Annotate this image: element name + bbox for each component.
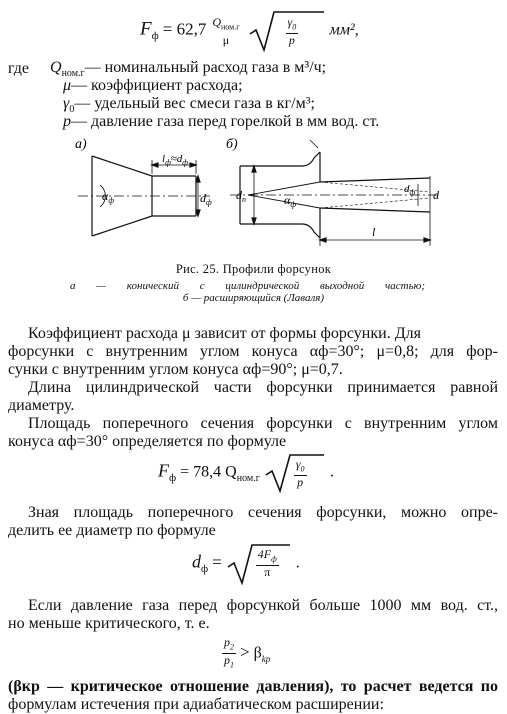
para-1-line-1: Коэффициент расхода μ зависит от формы ф…	[28, 325, 421, 342]
f3-pi: π	[255, 565, 279, 578]
f2-q-sub: ном.г	[236, 472, 260, 484]
f1-p: p	[285, 33, 299, 46]
f4-rhs-sub: kp	[261, 653, 271, 664]
where-sym-gamma-sub: 0	[69, 104, 75, 116]
nozzle-a-drawing	[78, 155, 210, 237]
f2-gamma: γ	[295, 457, 301, 471]
para-1-line-2: форсунки с внутренним углом конуса αф=30…	[8, 343, 498, 360]
f4-p1-sub: 1	[230, 660, 234, 670]
where-sym-p: p	[63, 113, 71, 130]
fig-b-d: d	[433, 188, 440, 202]
where-text-2: — коэффициент расхода;	[71, 77, 243, 94]
para-1-line-3: сунки с внутренним углом конуса αф=90°; …	[8, 361, 343, 378]
f4-p2-sub: 2	[230, 642, 234, 652]
fig-label-a: а)	[75, 137, 87, 152]
f1-num: Q	[212, 15, 222, 30]
para-4-line-1: Зная площадь поперечного сечения форсунк…	[28, 504, 498, 521]
f2-end: .	[329, 463, 334, 481]
f2-sqrt: γ0 p	[264, 453, 326, 494]
where-item-3: γ0— удельный вес смеси газа в кг/м³;	[63, 95, 315, 119]
fig-a-d: dф	[200, 191, 212, 207]
where-text-1: — номинальный расход газа в м³/ч;	[84, 59, 327, 76]
f1-coef: = 62,7	[162, 19, 207, 39]
figure-caption-line-2: б — расширяющийся (Лаваля)	[182, 292, 325, 304]
para-5-line-2: но меньше критического, т. е.	[8, 615, 210, 632]
f4-p1: p	[224, 653, 230, 668]
para-4-line-2: делить ее диаметр по формуле	[8, 522, 216, 539]
f1-sqrt: γ0 p	[248, 10, 326, 53]
where-sym-q: Q	[50, 59, 62, 76]
para-3-line-2: конуса αф=30° определяется по формуле	[8, 433, 287, 450]
figure-caption-line-1: а — конический с цилиндрической выходной…	[70, 280, 425, 292]
f3-4f-sub: ф	[271, 554, 277, 564]
fig-a-lf: lф≈dф	[162, 153, 188, 167]
formula-4: p2 p1 > βkp	[222, 636, 270, 672]
para-2-line-1: Длина цилиндрической части форсунки прин…	[28, 379, 498, 396]
where-sym-gamma: γ	[63, 95, 70, 112]
formula-1: Fф = 62,7 Qном.г μ γ0 p мм²,	[140, 10, 359, 53]
nozzle-figure: а) lф≈dф αф dф б) dn αф dф d l	[75, 137, 440, 246]
where-sym-mu: μ	[63, 77, 72, 94]
f1-lhs: F	[140, 18, 152, 40]
f1-lhs-sub: ф	[151, 29, 159, 42]
where-text-3: — удельный вес смеси газа в кг/м³;	[74, 95, 315, 112]
f4-p2: p	[224, 635, 230, 649]
f3-sqrt: 4Fф π	[226, 543, 292, 586]
f3-lhs-sub: ф	[201, 562, 209, 575]
f2-lhs: F	[158, 460, 169, 481]
nozzle-b-drawing	[230, 139, 440, 246]
para-6-line-2: формулам истечения при адиабатическом ра…	[8, 696, 384, 713]
where-item-2: μ— коэффициент расхода;	[63, 77, 243, 95]
fig-b-l: l	[372, 225, 376, 239]
where-item-1: Qном.г— номинальный расход газа в м³/ч;	[50, 59, 326, 83]
f4-rel: >	[240, 642, 250, 662]
para-5-line-1: Если давление газа перед форсункой больш…	[28, 597, 498, 614]
fig-b-df: dф	[404, 183, 416, 197]
f1-num-sub: ном.г	[221, 22, 240, 32]
where-label: где	[8, 60, 30, 77]
fig-a-alpha: αф	[102, 189, 114, 205]
f3-lhs: d	[192, 551, 201, 572]
where-sym-q-sub: ном.г	[61, 68, 85, 80]
f1-den: μ	[222, 32, 230, 47]
para-3-line-1: Площадь поперечного сечения форсунки с в…	[28, 415, 498, 432]
fig-b-dn: dn	[236, 188, 246, 204]
where-text-4: — давление газа перед горелкой в мм вод.…	[71, 113, 380, 130]
formula-3: dф = 4Fф π .	[192, 543, 300, 587]
where-item-4: p— давление газа перед горелкой в мм вод…	[63, 113, 379, 131]
f1-unit: мм²,	[329, 21, 359, 39]
f4-rhs: β	[253, 644, 262, 662]
f3-eq: =	[212, 552, 222, 572]
f3-4f: 4F	[257, 547, 272, 561]
para-6-line-1: (βкр — критическое отношение давления), …	[8, 678, 498, 695]
f4-fraction: p2 p1	[222, 636, 236, 672]
f3-end: .	[295, 554, 300, 572]
f2-gamma-sub: 0	[300, 464, 305, 474]
f2-coef: = 78,4 Q	[180, 463, 237, 481]
f2-p: p	[293, 475, 307, 488]
f1-gamma-sub: 0	[292, 22, 297, 32]
fig-label-b: б)	[226, 137, 238, 152]
figure-caption-title: Рис. 25. Профили форсунок	[175, 262, 332, 276]
f2-lhs-sub: ф	[169, 471, 177, 484]
para-2-line-2: диаметру.	[8, 397, 75, 414]
formula-2: Fф = 78,4 Qном.г γ0 p .	[158, 453, 334, 495]
fig-b-alpha: αф	[284, 193, 296, 209]
f1-fraction: Qном.г μ	[210, 16, 241, 45]
f1-gamma: γ	[287, 15, 293, 29]
